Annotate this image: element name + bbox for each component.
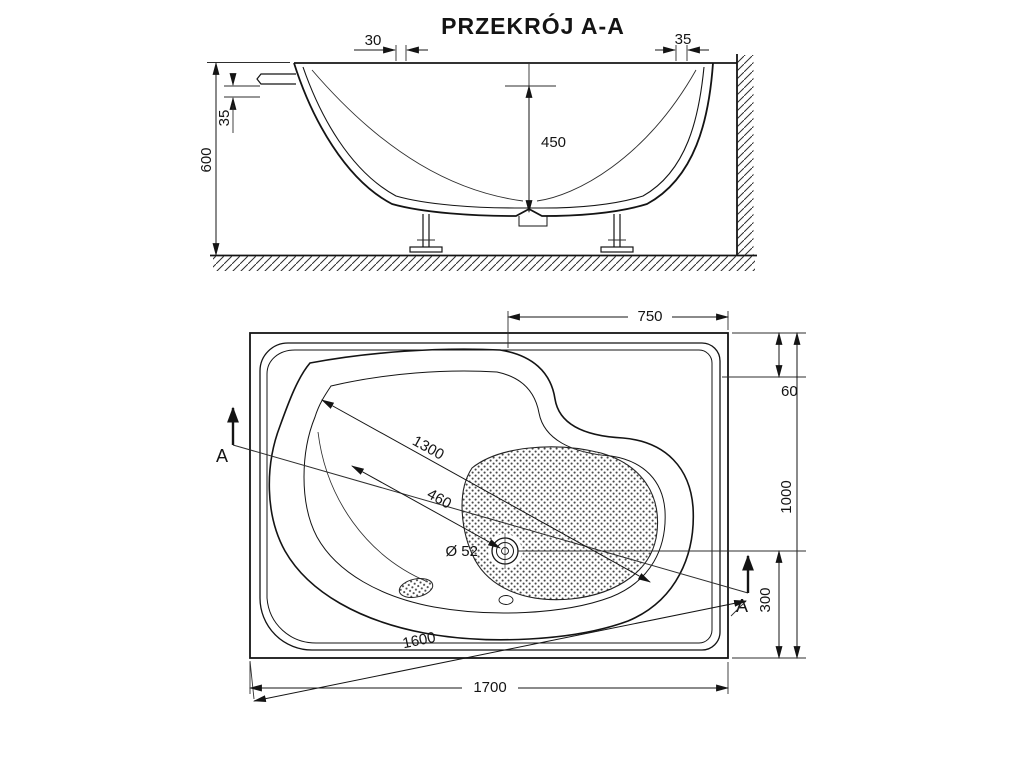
dim-1600-label: 1600: [401, 629, 437, 652]
dim-front-edge-1600: 1600: [249, 599, 748, 703]
leg-left: [409, 214, 443, 253]
waste-outlet: [518, 216, 548, 227]
dim-35-left-label: 35: [216, 110, 233, 127]
wall: [736, 54, 754, 255]
tub-far-contour-right: [536, 69, 697, 202]
dim-overall-length-1700: 1700: [248, 662, 730, 696]
basin-outer-edge: [268, 348, 695, 641]
dim-drain-diameter-label: Ø 52: [445, 543, 478, 560]
dim-rim-width-wall-35: 35: [655, 31, 709, 61]
antislip-texture: [461, 446, 659, 601]
dim-drain-to-edge-300: 300: [518, 549, 806, 660]
dim-30-label: 30: [365, 32, 382, 49]
leg-right: [600, 214, 634, 253]
dim-600-label: 600: [198, 147, 215, 172]
floor: [210, 254, 757, 271]
dim-35-right-label: 35: [675, 31, 692, 48]
tub-far-contour-left: [311, 69, 524, 202]
dim-300-label: 300: [757, 587, 774, 612]
drawing-title: PRZEKRÓJ A-A: [441, 12, 625, 39]
dim-450-label: 450: [541, 134, 566, 151]
dim-750-label: 750: [637, 308, 662, 325]
dim-overall-height-600: 600: [198, 61, 290, 257]
small-fitting-oval: [498, 595, 514, 605]
dim-rim-edge-height-35: 35: [216, 73, 260, 133]
floor-hatch: [213, 256, 755, 271]
dim-60-label: 60: [781, 383, 798, 400]
tub-deck-lip: [256, 73, 296, 85]
wall-hatch: [737, 55, 754, 255]
dim-1000-label: 1000: [778, 480, 795, 513]
tub-section: [256, 62, 737, 253]
dim-inner-depth-450: 450: [505, 64, 566, 214]
tub-plan: [249, 332, 729, 659]
dim-headrest-750: 750: [506, 308, 730, 348]
section-view: 600 35 450 30 35: [198, 31, 757, 271]
plan-view: A A 1300 460 Ø 52 750 60: [216, 308, 806, 703]
section-letter-left: A: [216, 446, 228, 466]
section-letter-right: A: [736, 596, 748, 616]
dim-rim-width-front-30: 30: [354, 32, 428, 61]
tub-outer-shell: [293, 62, 714, 217]
overflow-jet-oval: [398, 578, 434, 598]
dim-1700-label: 1700: [473, 679, 506, 696]
tub-inner-shell: [302, 66, 705, 209]
dim-wall-offset-60: 60: [722, 331, 806, 400]
